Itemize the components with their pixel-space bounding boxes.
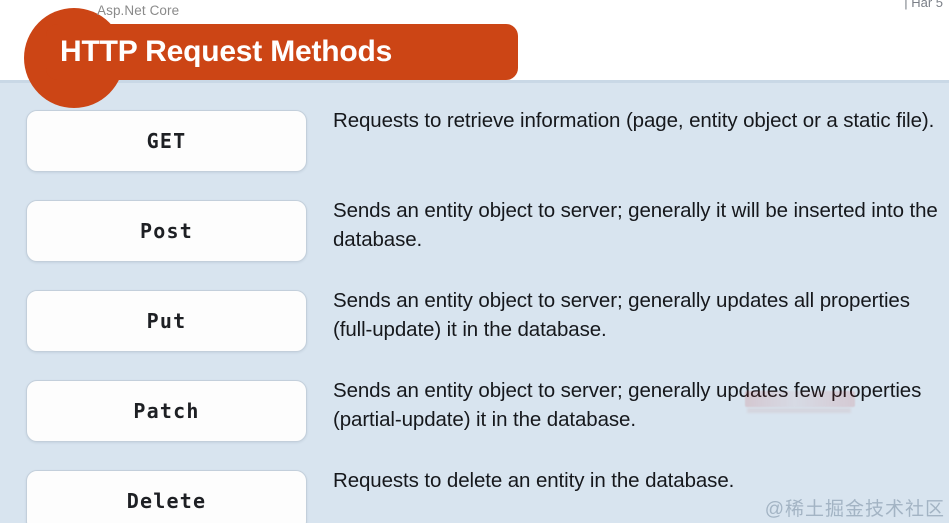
method-label: Delete [126, 489, 207, 513]
method-row: Put Sends an entity object to server; gen… [0, 289, 949, 380]
method-label: Patch [133, 399, 200, 423]
page-title: HTTP Request Methods [60, 35, 393, 68]
method-chip-put[interactable]: Put [26, 290, 307, 352]
method-chip-post[interactable]: Post [26, 200, 307, 262]
method-description: Requests to retrieve information (page, … [333, 109, 935, 132]
method-chip-patch[interactable]: Patch [26, 380, 307, 442]
method-description: Sends an entity object to server; genera… [333, 199, 938, 251]
method-chip-get[interactable]: GET [26, 110, 307, 172]
method-row: GET Requests to retrieve information (pag… [0, 109, 949, 200]
method-label: Post [140, 219, 193, 243]
method-description: Sends an entity object to server; genera… [333, 379, 922, 431]
header-banner [46, 24, 518, 80]
content-panel-top-edge [0, 80, 949, 83]
method-row: Post Sends an entity object to server; ge… [0, 199, 949, 290]
method-description: Sends an entity object to server; genera… [333, 289, 910, 341]
method-row: Delete Requests to delete an entity in th… [0, 469, 949, 523]
method-label: GET [146, 129, 187, 153]
corner-text-fragment: | Har 5 [904, 0, 943, 10]
eyebrow-label: Asp.Net Core [97, 3, 180, 18]
method-label: Put [146, 309, 187, 333]
method-row: Patch Sends an entity object to server; g… [0, 379, 949, 470]
method-description: Requests to delete an entity in the data… [333, 469, 735, 492]
method-chip-delete[interactable]: Delete [26, 470, 307, 523]
